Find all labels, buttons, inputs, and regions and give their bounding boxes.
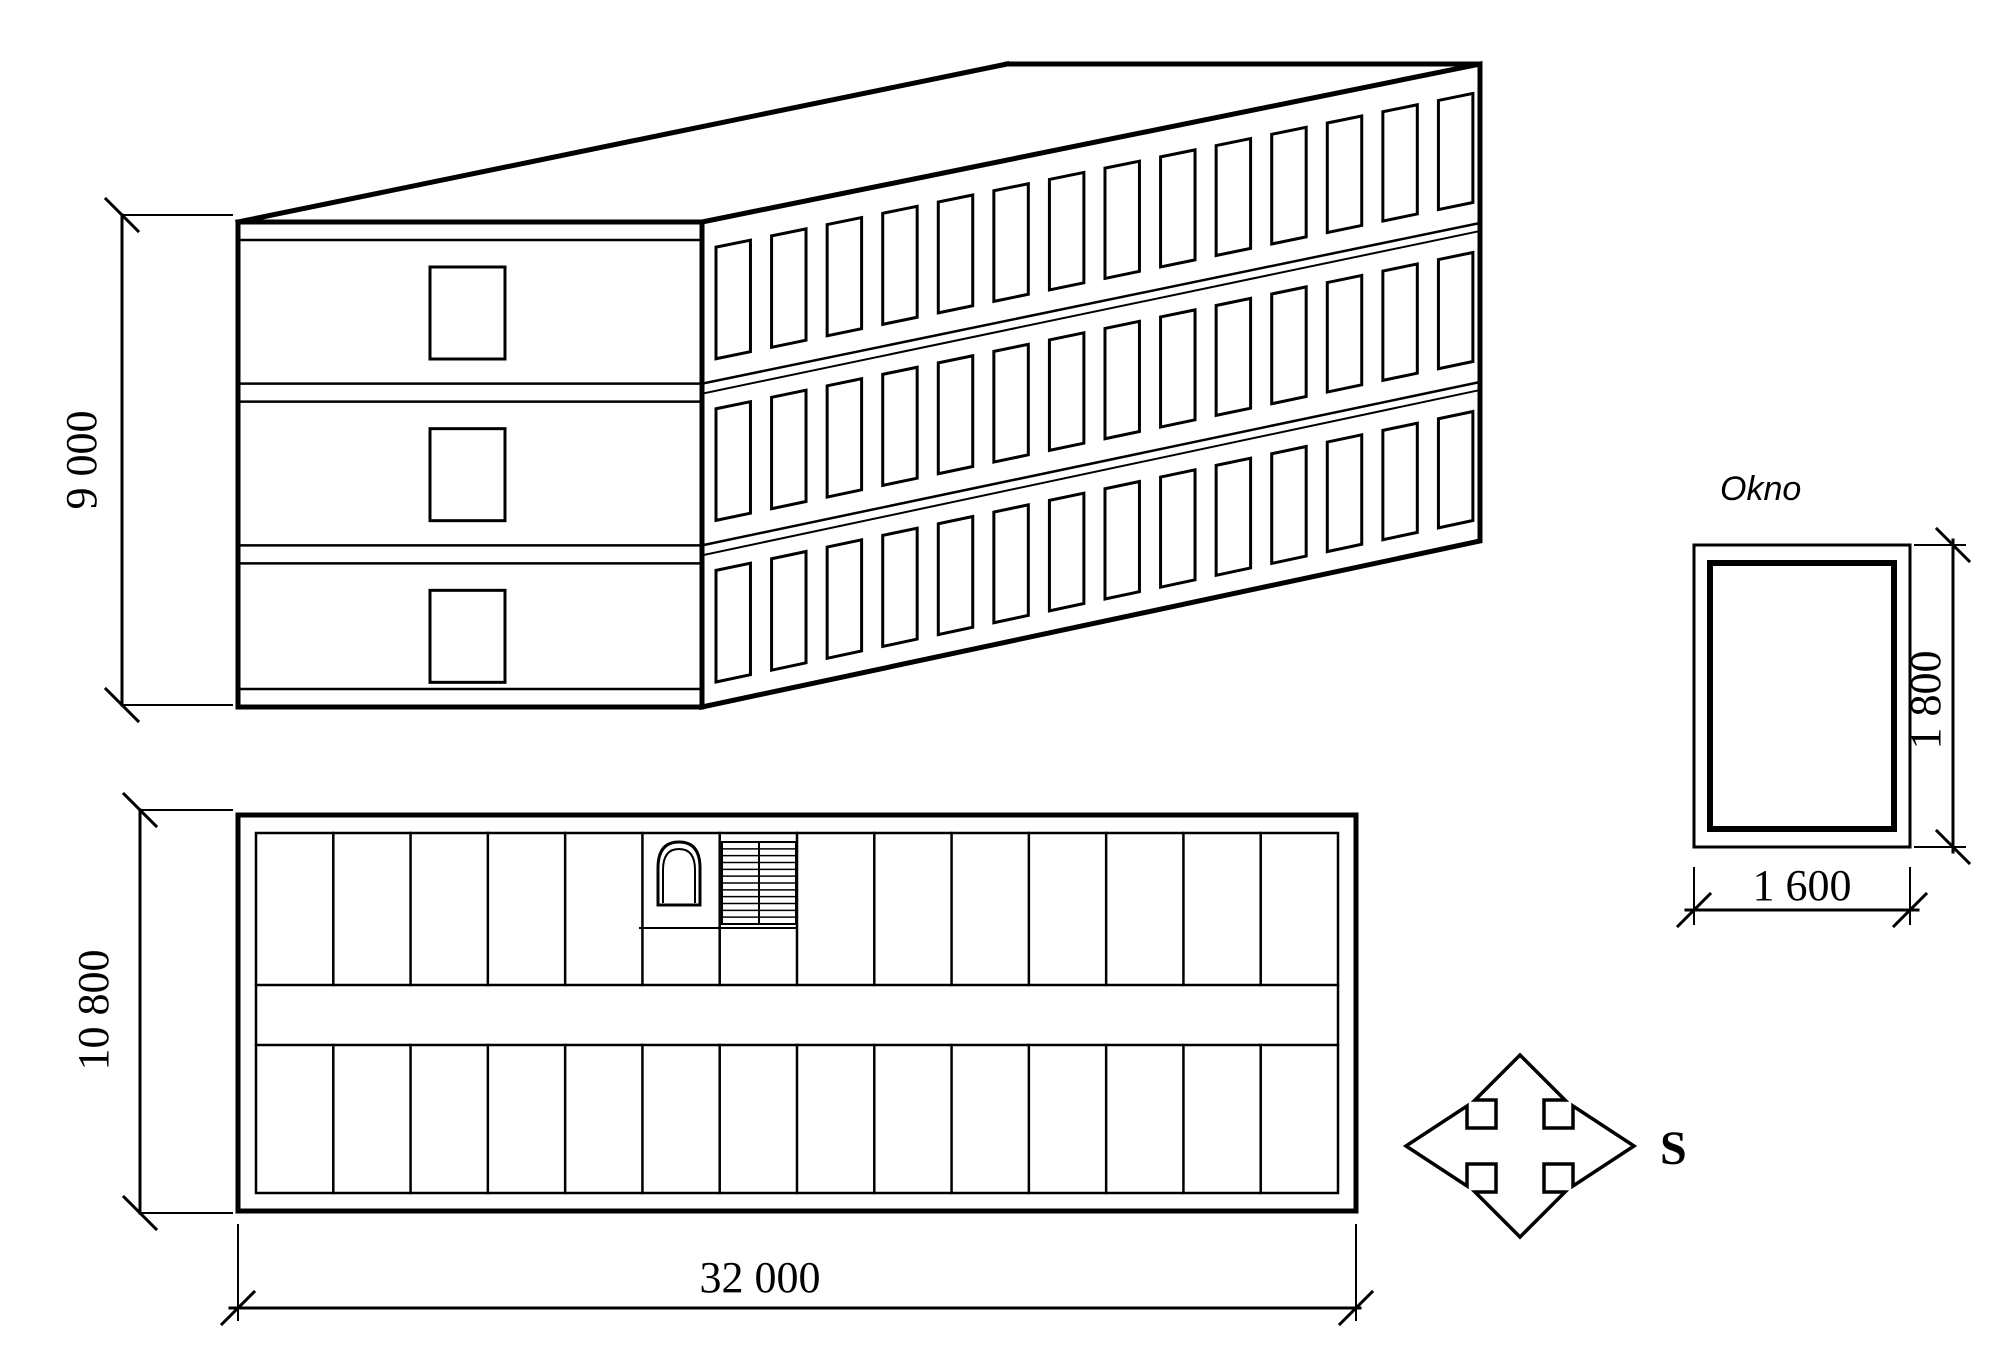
side-window: [1214, 296, 1253, 418]
window-detail: Okno 1 800 1 600: [1675, 470, 1972, 929]
side-window: [1436, 409, 1475, 530]
side-window: [1159, 148, 1197, 269]
side-window: [1159, 308, 1197, 429]
side-window: [1381, 421, 1419, 542]
side-window: [881, 365, 919, 488]
depth-dim-label: 10 800: [69, 950, 118, 1071]
side-floor-divider: [700, 229, 1482, 395]
side-floor-divider: [700, 221, 1482, 386]
window-title: Okno: [1720, 470, 1801, 508]
side-window: [1325, 432, 1364, 554]
side-window: [714, 238, 752, 361]
side-window: [1325, 273, 1364, 394]
window-height-label: 1 800: [1901, 651, 1950, 750]
window-width-label: 1 600: [1753, 861, 1852, 910]
elevator-icon: [656, 840, 702, 907]
side-window: [825, 537, 864, 661]
building-front-face: [235, 219, 705, 710]
side-window: [881, 526, 919, 649]
side-window: [992, 342, 1030, 464]
side-window: [1381, 102, 1419, 223]
side-window: [1047, 170, 1086, 292]
height-dim-label: 9 000: [57, 411, 106, 510]
front-window: [428, 427, 507, 523]
side-window: [936, 193, 975, 315]
side-window: [1047, 330, 1086, 453]
floor-plan: [235, 812, 1359, 1214]
side-window: [936, 514, 975, 637]
staircase-icon: [721, 841, 797, 925]
side-window: [825, 376, 864, 499]
side-window: [714, 561, 752, 684]
side-window: [770, 227, 808, 350]
side-window: [992, 181, 1030, 304]
window-frame-outer: [1692, 543, 1912, 849]
side-window: [1103, 159, 1141, 281]
side-window: [1436, 91, 1475, 212]
side-window: [1270, 444, 1308, 566]
front-floor-details: [236, 238, 704, 691]
side-window: [770, 388, 808, 511]
side-window: [1325, 114, 1364, 235]
front-window: [428, 588, 507, 684]
side-window: [1103, 479, 1141, 601]
side-window: [1214, 136, 1253, 258]
height-dimension: 9 000: [57, 196, 233, 724]
side-window: [1270, 285, 1308, 406]
window-frame-inner: [1707, 560, 1897, 832]
depth-dimension: 10 800: [69, 791, 233, 1232]
side-window: [770, 549, 808, 673]
room-partitions: [332, 831, 1262, 1195]
building-3d-view: [235, 60, 1483, 711]
side-window: [1381, 262, 1419, 383]
side-window: [1159, 467, 1197, 590]
compass-label: S: [1660, 1122, 1687, 1175]
side-window: [881, 204, 919, 327]
side-window: [1436, 250, 1475, 371]
side-window: [1103, 319, 1141, 441]
side-window: [1047, 491, 1086, 613]
side-window: [992, 502, 1030, 625]
side-window: [1270, 125, 1308, 246]
side-floor-divider: [700, 380, 1482, 547]
side-window: [825, 215, 864, 338]
compass-icon: S: [1402, 1052, 1687, 1240]
side-window: [714, 399, 752, 523]
side-floor-divider: [700, 388, 1482, 557]
front-window: [428, 265, 507, 361]
side-window: [936, 353, 975, 476]
length-dimension: 32 000: [219, 1224, 1375, 1327]
length-dim-label: 32 000: [700, 1253, 821, 1302]
side-window: [1214, 456, 1253, 578]
side-floor-details: [700, 91, 1482, 684]
